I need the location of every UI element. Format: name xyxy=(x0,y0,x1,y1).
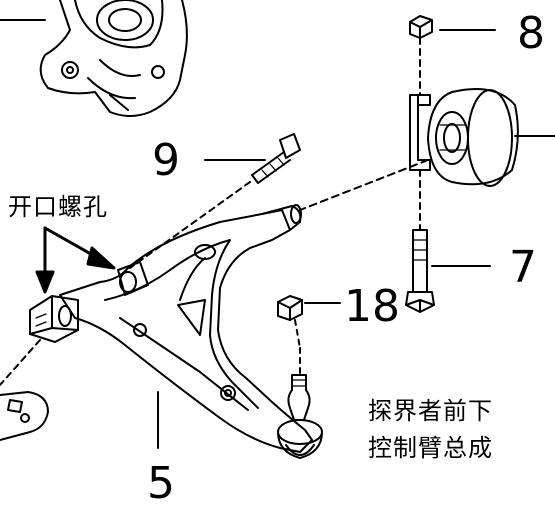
callout-part-9: 9 xyxy=(152,135,180,186)
callout-part-18: 18 xyxy=(344,281,400,332)
ball-joint xyxy=(277,347,323,459)
nut-18 xyxy=(277,295,303,349)
bolt-7 xyxy=(405,169,435,313)
slot-hole-label: 开口螺孔 xyxy=(8,193,108,221)
nut-8 xyxy=(409,15,433,96)
caption-line-2: 控制臂总成 xyxy=(368,434,493,462)
callout-part-7: 7 xyxy=(509,242,537,293)
rear-bushing-assembly xyxy=(409,88,555,187)
lower-control-arm xyxy=(29,204,313,453)
callout-part-8: 8 xyxy=(517,8,545,59)
rear-axis-line xyxy=(299,159,429,211)
callout-part-5: 5 xyxy=(147,458,175,509)
bolt-9 xyxy=(129,133,301,269)
subframe-bracket xyxy=(0,391,49,441)
steering-knuckle xyxy=(39,0,188,117)
caption-line-1: 探界者前下 xyxy=(368,397,493,425)
slot-hole-arrows xyxy=(35,226,116,294)
front-axis-line xyxy=(0,339,41,386)
